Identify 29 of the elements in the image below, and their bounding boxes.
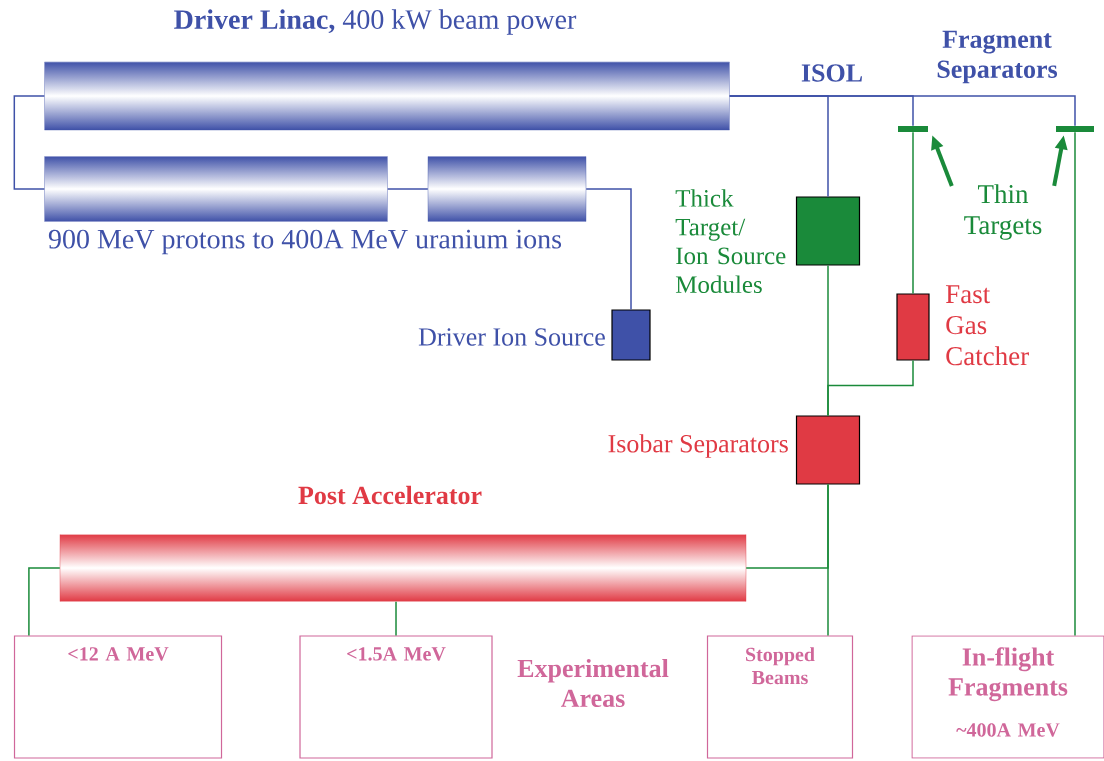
node-label: Fast Gas Catcher [946,285,1029,366]
beam-line [585,188,632,311]
beam-line [728,95,1076,127]
area-label: Experimental Areas [517,658,669,708]
beam-line [912,131,914,295]
target-label: Thin Targets [964,184,1042,240]
linac-tube [44,156,388,222]
node-label: Driver Ion Source [418,328,605,346]
area-box: Stopped Beams [706,635,854,759]
thin-target-bar [1056,126,1094,132]
area-box: In-flight Fragments ~400A MeV [911,635,1104,759]
beam-line [827,359,914,417]
beam-line [1074,131,1076,637]
linac-tube [427,156,587,222]
node-label: Isobar Separators [608,434,788,458]
area-box: <12 A MeV [13,635,223,759]
section-label: ISOL [801,64,862,82]
beam-line [827,483,829,637]
node-label: Driver Linac, 400 kW beam power [174,9,577,35]
section-label: Fragment Separators [937,30,1058,84]
node-label: Post Accelerator [298,485,482,505]
thin-target-bar [898,126,928,132]
beam-line [386,188,429,190]
beam-line [28,567,61,637]
caption-text: 900 MeV protons to 400A MeV uranium ions [48,229,562,255]
beam-line [13,95,46,190]
node-label: Thick Target/ Ion Source Modules [675,189,786,294]
beam-line [395,600,397,637]
area-box: <1.5A MeV [299,635,493,759]
